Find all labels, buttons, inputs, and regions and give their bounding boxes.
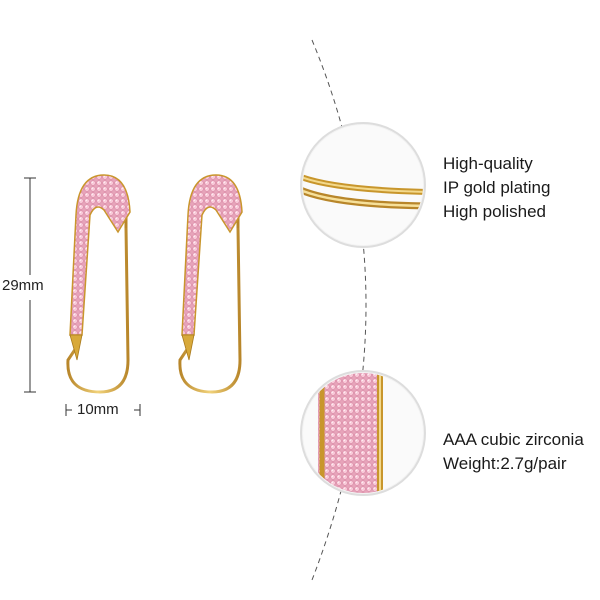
- plating-features: High-quality IP gold plating High polish…: [443, 152, 550, 224]
- earring-right: [178, 174, 243, 394]
- height-dimension-line: [24, 177, 36, 393]
- zoom-plating-thumbnail: [300, 122, 426, 248]
- dashed-arc: [311, 39, 367, 581]
- feature-line: AAA cubic zirconia: [443, 430, 584, 449]
- height-label: 29mm: [2, 277, 44, 294]
- width-dimension-line: [65, 404, 141, 416]
- feature-line: IP gold plating: [443, 178, 551, 197]
- stone-features: AAA cubic zirconia Weight:2.7g/pair: [443, 428, 584, 476]
- feature-line: High polished: [443, 202, 547, 221]
- zoom-stones-thumbnail: [300, 370, 426, 496]
- feature-line: Weight:2.7g/pair: [443, 454, 567, 473]
- width-label: 10mm: [77, 401, 119, 418]
- feature-line: High-quality: [443, 154, 533, 173]
- earring-left: [66, 174, 131, 394]
